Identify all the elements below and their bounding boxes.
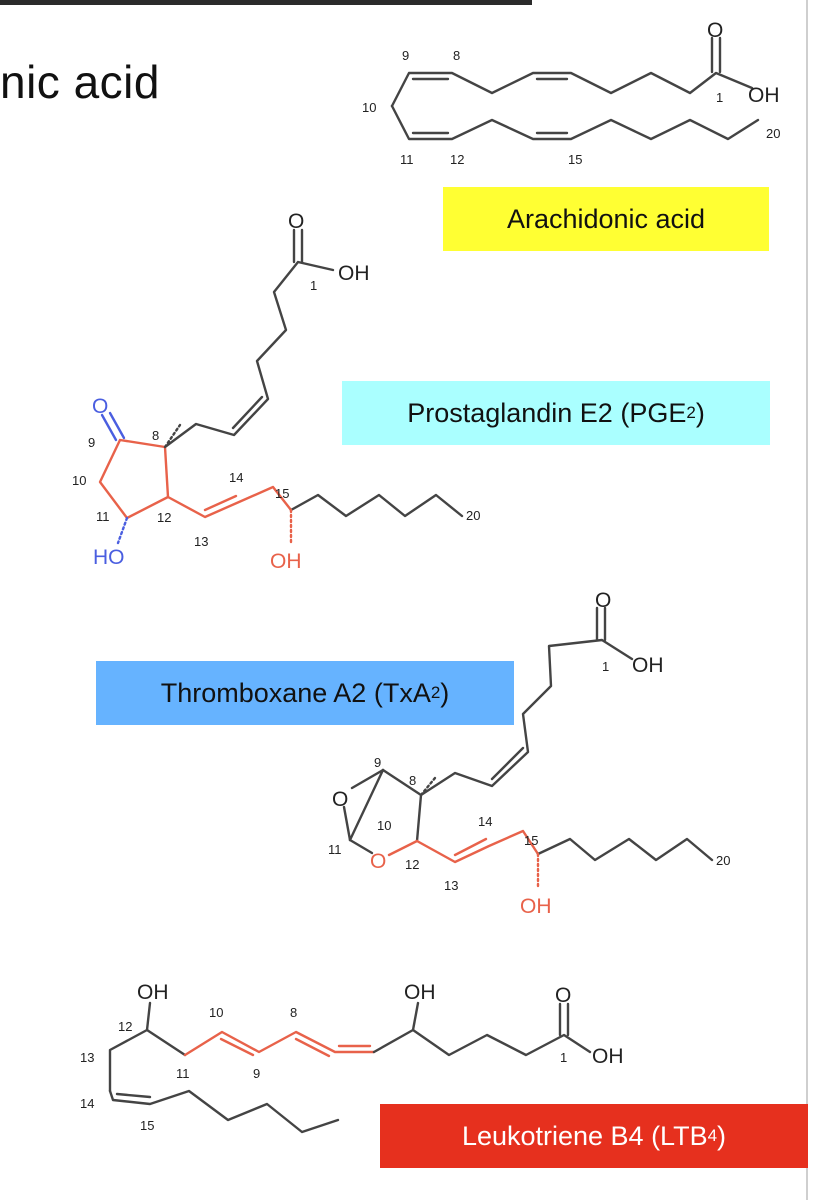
txa2-structure: O O O OH OH 1 9 8 10 11 12 13 14 15 20 xyxy=(328,589,730,918)
arachidonic-c20: 20 xyxy=(766,126,780,141)
pge2-acid-OH: OH xyxy=(338,262,370,285)
pge2-keto-O: O xyxy=(92,395,108,418)
txa2-c20: 20 xyxy=(716,853,730,868)
ltb4-label-end: ) xyxy=(717,1120,727,1151)
txa2-c10: 10 xyxy=(377,818,391,833)
arachidonic-c15: 15 xyxy=(568,152,582,167)
txa2-c13: 13 xyxy=(444,878,458,893)
txa2-ring-O: O xyxy=(370,850,386,873)
arachidonic-c1: 1 xyxy=(716,90,723,105)
ltb4-c14: 14 xyxy=(80,1096,94,1111)
arachidonic-carbonyl-O: O xyxy=(707,19,723,42)
ltb4-OH12: OH xyxy=(137,981,169,1004)
ltb4-structure: OH OH O OH 12 10 8 13 11 9 14 15 1 xyxy=(80,981,624,1134)
arachidonic-c12: 12 xyxy=(450,152,464,167)
arachidonic-acid-structure: O OH 9 8 10 11 12 15 1 20 xyxy=(362,19,780,167)
slide-edge-line xyxy=(806,0,808,1200)
txa2-c9: 9 xyxy=(374,755,381,770)
pge2-structure: O OH O HO OH 1 9 8 10 11 12 13 14 15 20 xyxy=(72,210,480,573)
pge2-c15: 15 xyxy=(275,486,289,501)
txa2-label-main: Thromboxane A2 (TxA xyxy=(160,677,431,708)
arachidonic-c10: 10 xyxy=(362,100,376,115)
txa2-c12: 12 xyxy=(405,857,419,872)
arachidonic-acid-label: Arachidonic acid xyxy=(506,203,706,234)
txa2-c11: 11 xyxy=(328,842,342,857)
ltb4-c10: 10 xyxy=(209,1005,223,1020)
pge2-c9: 9 xyxy=(88,435,95,450)
arachidonic-c11: 11 xyxy=(400,152,414,167)
pge2-HO: HO xyxy=(93,546,125,569)
pge2-label-end: ) xyxy=(695,397,705,428)
txa2-c15: 15 xyxy=(524,833,538,848)
ltb4-label-main: Leukotriene B4 (LTB xyxy=(461,1120,708,1151)
ltb4-c12: 12 xyxy=(118,1019,132,1034)
arachidonic-acid-label-box: Arachidonic acid xyxy=(443,187,769,251)
ltb4-carbonyl-O: O xyxy=(555,984,571,1007)
txa2-bridge-O: O xyxy=(332,788,348,811)
ltb4-OH5: OH xyxy=(404,981,436,1004)
txa2-OH15: OH xyxy=(520,895,552,918)
pge2-c1: 1 xyxy=(310,278,317,293)
ltb4-c13: 13 xyxy=(80,1050,94,1065)
arachidonic-OH: OH xyxy=(748,84,780,107)
ltb4-label-sub: 4 xyxy=(707,1126,718,1145)
slide-title-fragment: nic acid xyxy=(0,56,160,108)
txa2-carbonyl-O: O xyxy=(595,589,611,612)
pge2-c8: 8 xyxy=(152,428,159,443)
ltb4-c1: 1 xyxy=(560,1050,567,1065)
pge2-label-main: Prostaglandin E2 (PGE xyxy=(407,397,687,428)
ltb4-acid-OH: OH xyxy=(592,1045,624,1068)
pge2-carbonyl-O: O xyxy=(288,210,304,233)
txa2-label-end: ) xyxy=(440,677,450,708)
txa2-acid-OH: OH xyxy=(632,654,664,677)
ltb4-c8: 8 xyxy=(290,1005,297,1020)
txa2-c1: 1 xyxy=(602,659,609,674)
ltb4-c11: 11 xyxy=(176,1066,190,1081)
pge2-c13: 13 xyxy=(194,534,208,549)
txa2-c14: 14 xyxy=(478,814,492,829)
top-title-bar xyxy=(0,0,532,5)
ltb4-c9: 9 xyxy=(253,1066,260,1081)
pge2-c12: 12 xyxy=(157,510,171,525)
pge2-OH15: OH xyxy=(270,550,302,573)
pge2-label-sub: 2 xyxy=(686,403,696,422)
pge2-c11: 11 xyxy=(96,509,110,524)
pge2-c20: 20 xyxy=(466,508,480,523)
arachidonic-c8: 8 xyxy=(453,48,460,63)
pge2-c14: 14 xyxy=(229,470,243,485)
arachidonic-c9: 9 xyxy=(402,48,409,63)
pge2-c10: 10 xyxy=(72,473,86,488)
txa2-label-sub: 2 xyxy=(430,683,441,702)
ltb4-c15: 15 xyxy=(140,1118,154,1133)
txa2-c8: 8 xyxy=(409,773,416,788)
